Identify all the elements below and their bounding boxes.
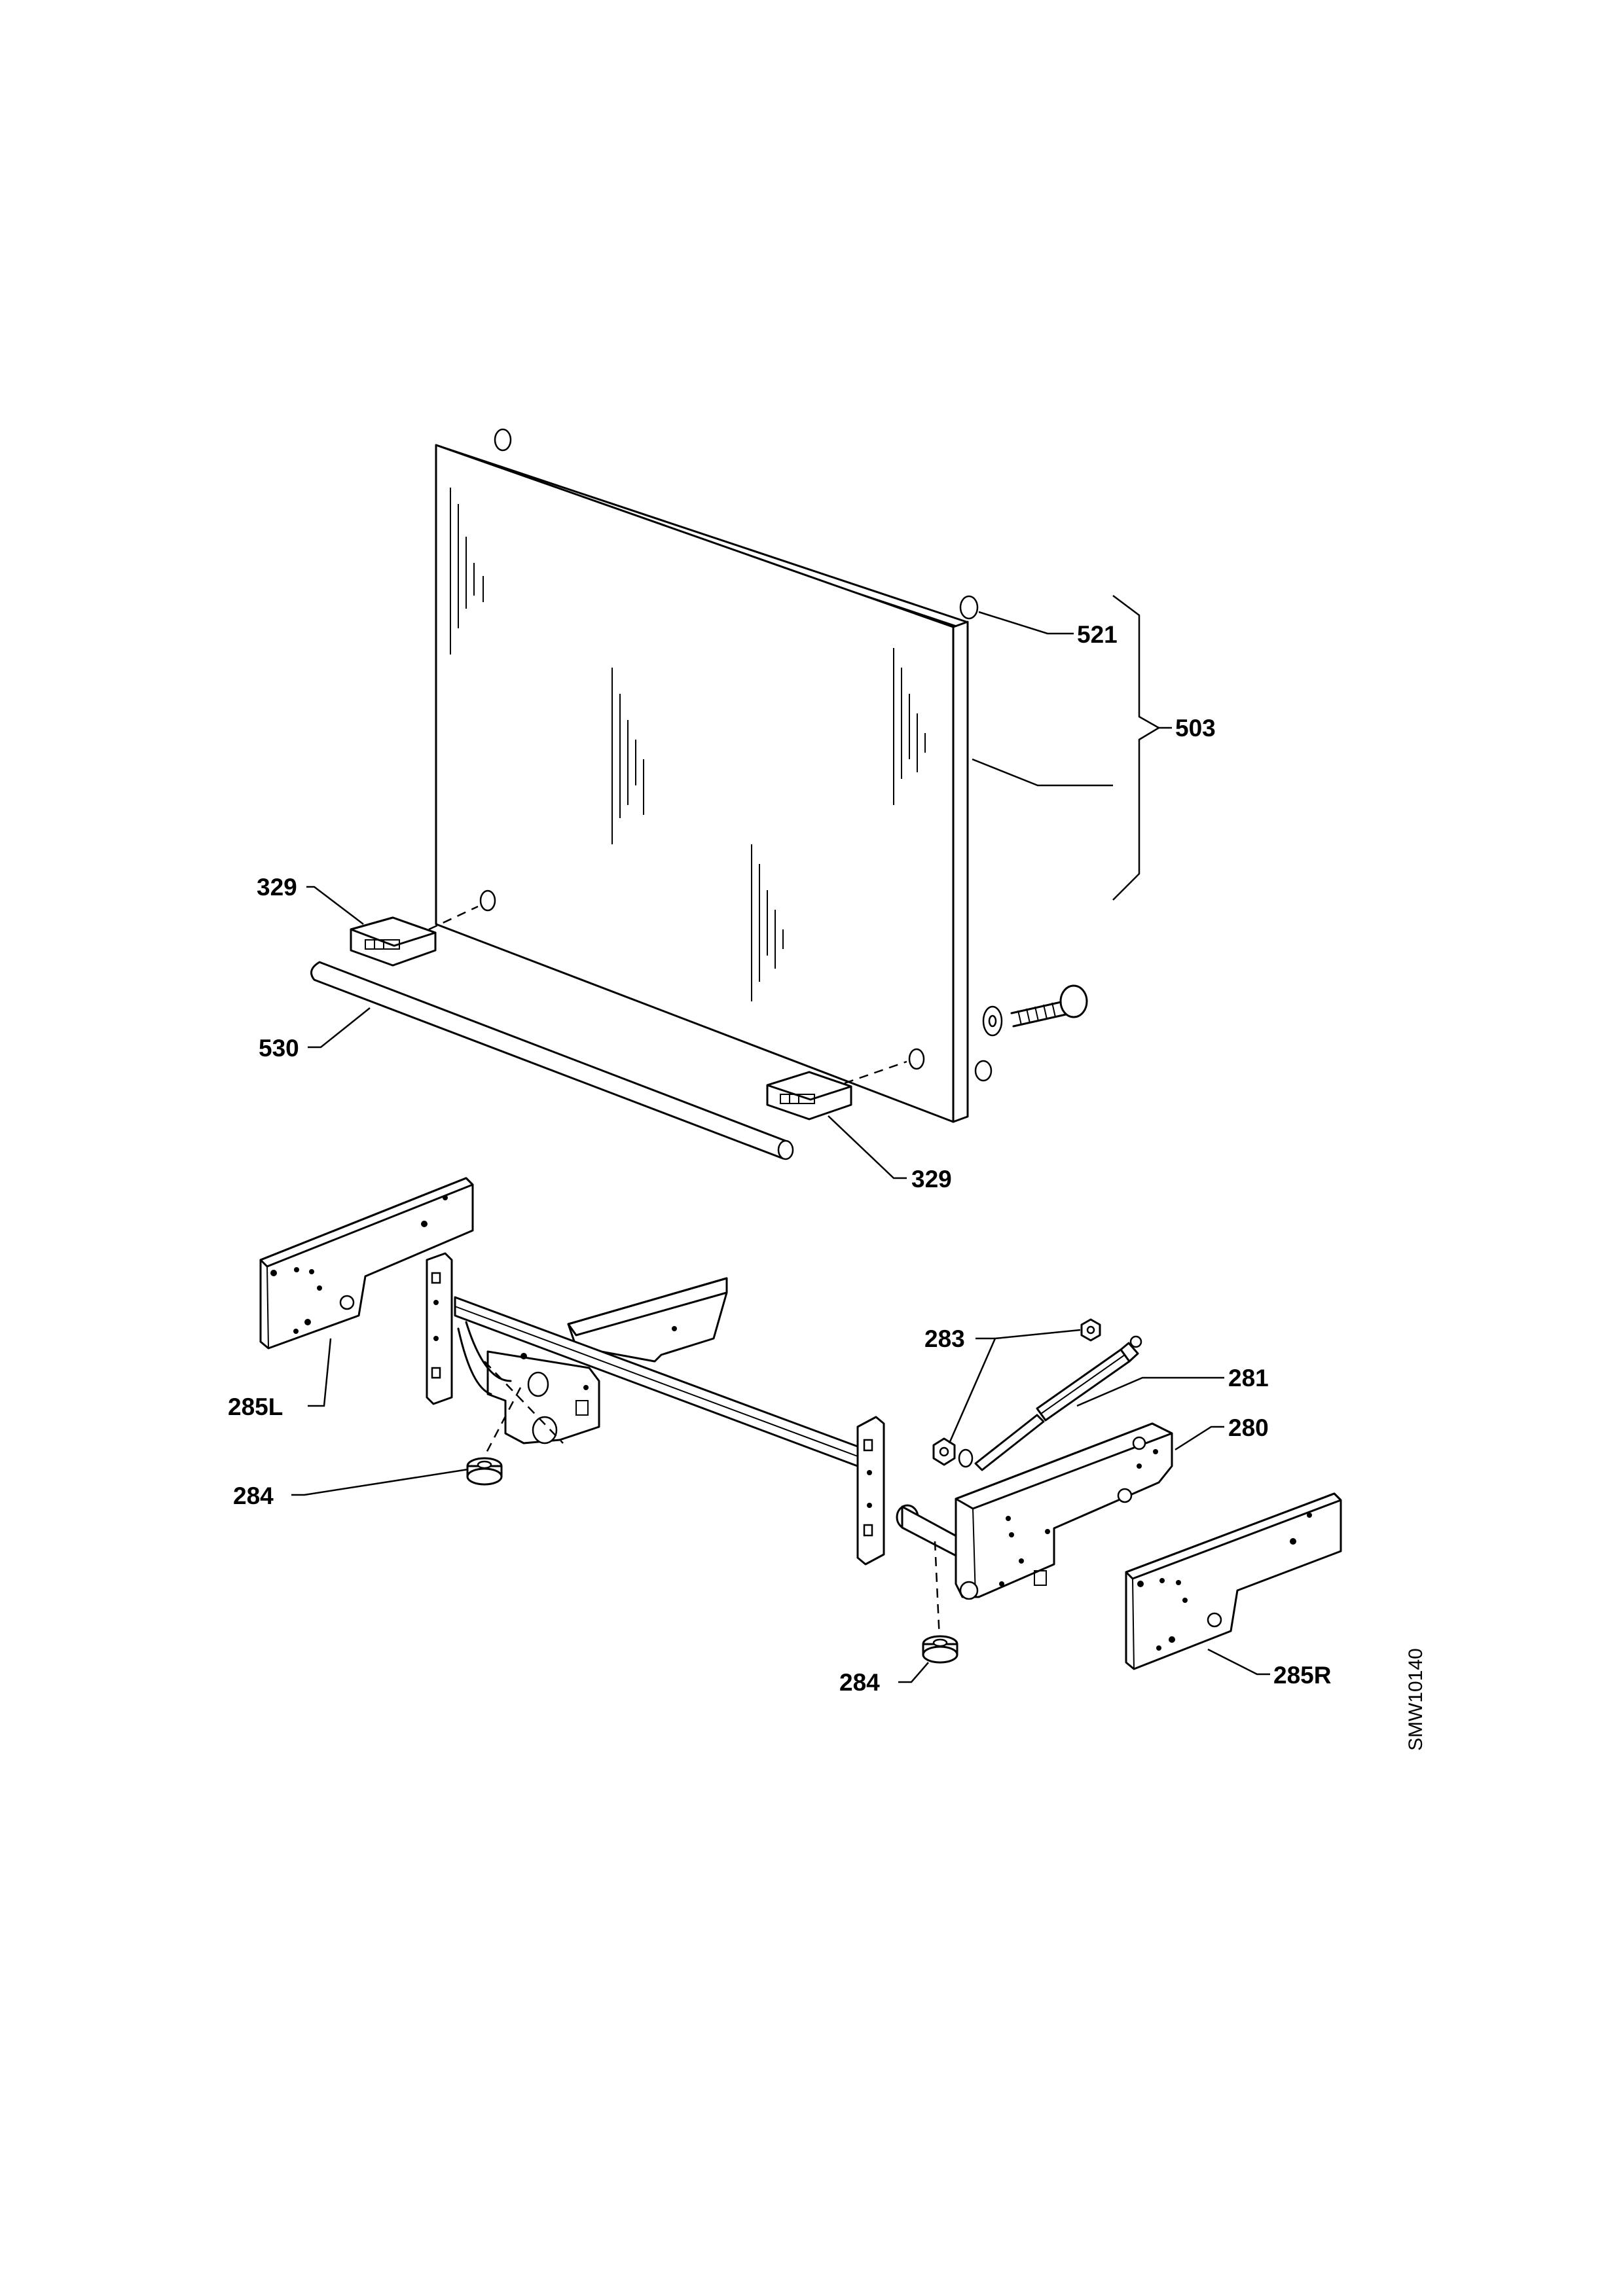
callout-503: 503 (1175, 715, 1216, 742)
hinge-link-right (896, 1504, 964, 1560)
callout-521: 521 (1077, 621, 1118, 648)
hinge-bracket-280 (955, 1422, 1173, 1600)
hinge-plate-left (426, 1252, 453, 1405)
callout-284-right: 284 (839, 1669, 880, 1696)
callout-283: 283 (924, 1325, 965, 1352)
gas-spring-281 (974, 1335, 1142, 1471)
panel-plug (479, 428, 993, 1082)
clip-top (350, 916, 437, 967)
hinge-body-left (457, 1321, 600, 1444)
callout-280: 280 (1228, 1414, 1269, 1441)
drawing-code: SMW10140 (1405, 1648, 1427, 1751)
callout-329-top: 329 (257, 874, 297, 901)
adjustable-foot-right (922, 1635, 958, 1664)
hinge-plate-right (856, 1416, 885, 1566)
callout-530: 530 (259, 1035, 299, 1062)
callout-285R: 285R (1273, 1662, 1331, 1689)
bracket-285R (1125, 1492, 1342, 1670)
glass-panel (435, 444, 969, 1123)
callout-285L: 285L (228, 1393, 283, 1420)
nut-283 (932, 1318, 1101, 1468)
callout-284-left: 284 (233, 1482, 274, 1509)
callout-329-bottom: 329 (911, 1166, 952, 1193)
gasket-profile (310, 961, 794, 1160)
bracket-285L (259, 1177, 474, 1350)
screw-and-washer (982, 984, 1088, 1037)
leader-lines (291, 595, 1270, 1683)
callout-281: 281 (1228, 1365, 1269, 1391)
adjustable-foot-left (466, 1457, 503, 1486)
clip-bottom (766, 1071, 852, 1121)
